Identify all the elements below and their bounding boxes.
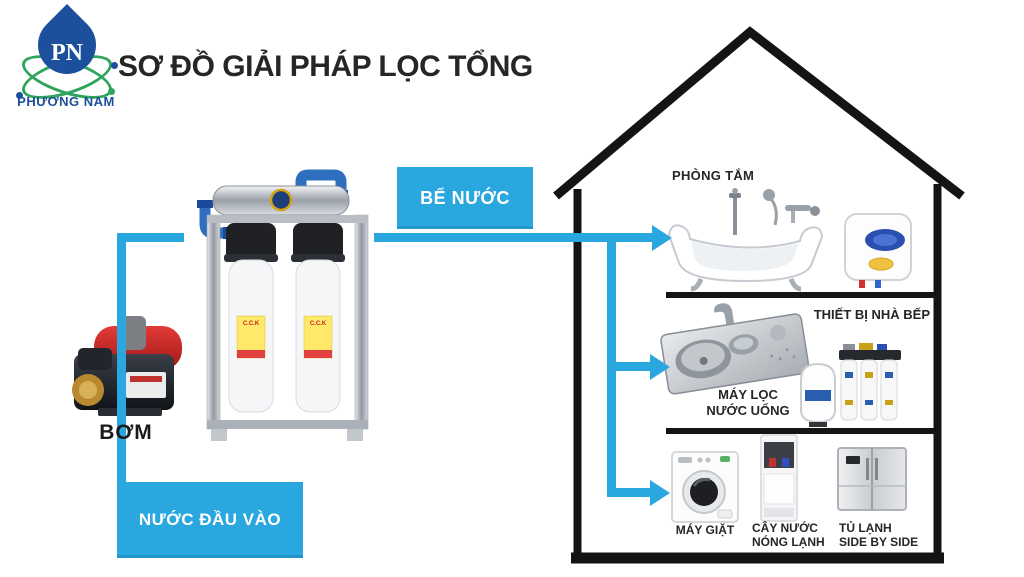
water-dispenser-icon: [755, 432, 803, 524]
water-dispenser-label-line1: CÂY NƯỚC: [752, 521, 818, 535]
arrow-bathroom-icon: [652, 224, 672, 251]
logo-dot: [111, 62, 118, 69]
filter-brand-label: C.C.K: [310, 321, 327, 327]
kitchen-sink-icon: [658, 300, 810, 396]
pipe-outlet-icon: [295, 169, 347, 198]
kitchen-equipment-label: THIẾT BỊ NHÀ BẾP: [813, 307, 930, 322]
pipe-main-to-house: [374, 233, 654, 242]
logo-initials: PN: [51, 39, 83, 66]
water-dispenser-label: CÂY NƯỚC NÓNG LẠNH: [752, 521, 825, 549]
washing-machine-icon: [670, 446, 740, 524]
drinking-filter-label-line1: MÁY LỌC: [718, 387, 778, 402]
pipe-input-vertical: [117, 233, 126, 483]
washing-machine-label: MÁY GIẶT: [675, 523, 735, 537]
arrow-kitchen-icon: [650, 353, 670, 380]
company-logo: PN PHƯƠNG NAM: [8, 3, 118, 110]
fridge-label-line1: TỦ LẠNH: [839, 521, 892, 535]
arrow-ground-icon: [650, 479, 670, 506]
logo-dot: [108, 88, 115, 95]
logo-dot: [16, 92, 23, 99]
drinking-filter-label: MÁY LỌC NƯỚC UỐNG: [691, 387, 805, 419]
bathtub-icon: [663, 183, 835, 293]
pipe-branch-kitchen: [607, 362, 653, 371]
company-name: PHƯƠNG NAM: [17, 94, 115, 109]
water-tank-label: BỂ NƯỚC: [397, 167, 533, 229]
fridge-label: TỦ LẠNH SIDE BY SIDE: [839, 521, 918, 549]
refrigerator-icon: [836, 446, 908, 514]
page-title: SƠ ĐỒ GIẢI PHÁP LỌC TỔNG: [118, 50, 533, 83]
input-water-label: NƯỚC ĐẦU VÀO: [117, 482, 303, 558]
pump-label: BƠM: [99, 421, 153, 444]
fridge-label-line2: SIDE BY SIDE: [839, 535, 919, 549]
filter-brand-label: C.C.K: [243, 321, 260, 327]
water-heater-icon: [843, 212, 913, 288]
drinking-filter-label-line2: NƯỚC UỐNG: [706, 403, 790, 418]
filter-system-icon: C.C.K C.C.K: [195, 166, 380, 448]
pipe-filter-inlet-horizontal: [120, 233, 184, 242]
ro-water-filter-icon: [797, 342, 907, 428]
bathroom-label: PHÒNG TẮM: [672, 168, 755, 183]
pipe-branch-ground: [607, 488, 653, 497]
water-dispenser-label-line2: NÓNG LẠNH: [752, 535, 825, 549]
pump-icon: [68, 314, 188, 422]
